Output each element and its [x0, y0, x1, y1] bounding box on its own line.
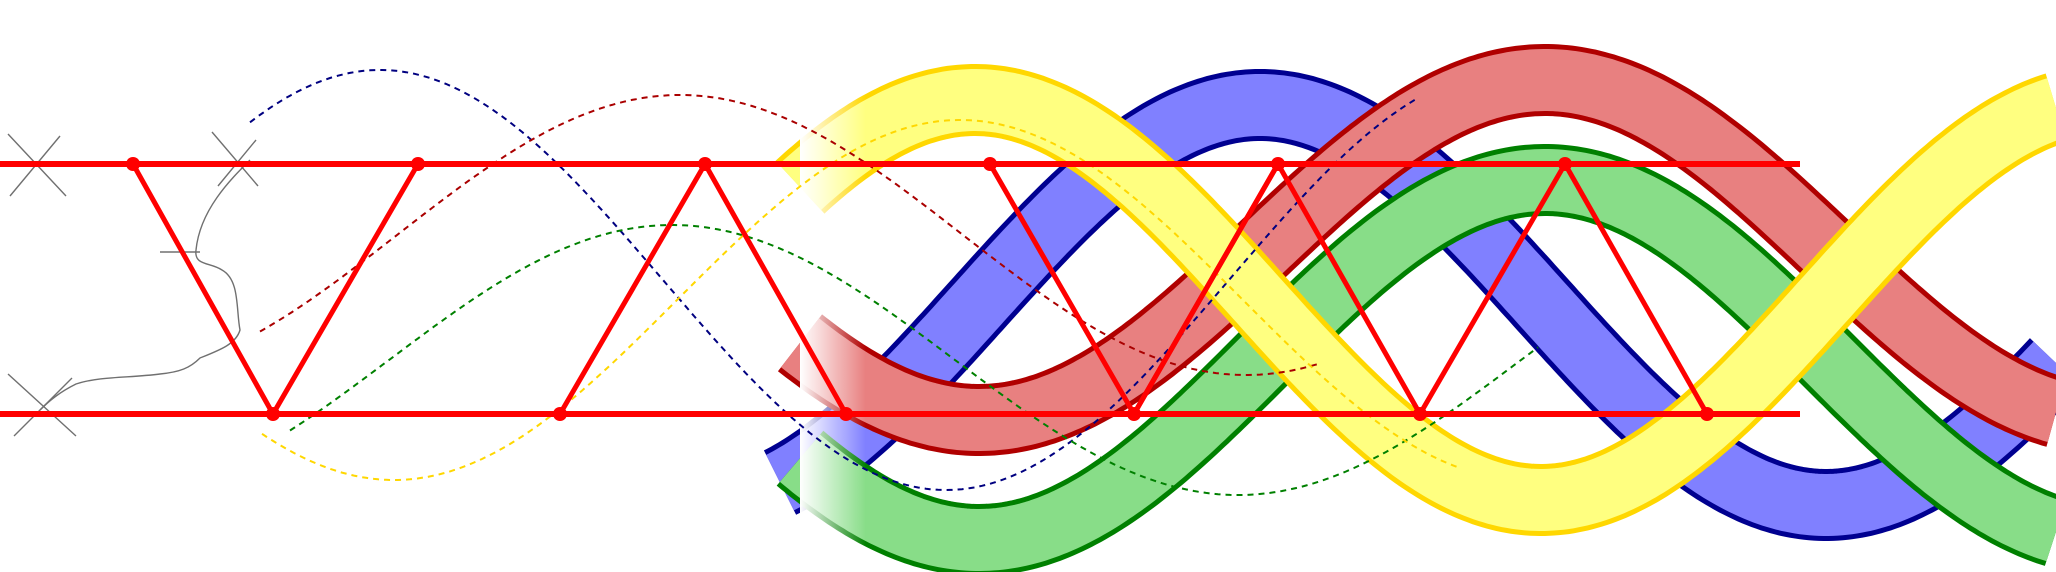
vertex-bottom [1413, 407, 1427, 421]
vertex-bottom [266, 407, 280, 421]
dashed-curve-gold [261, 119, 1459, 481]
dashed-curve-navy [249, 69, 1419, 492]
sketch-marks [7, 131, 259, 437]
strand-blue-body [766, 74, 2056, 536]
dashed-curve-green [289, 224, 1539, 496]
dashed-curve-darkred [259, 94, 1321, 376]
strand-yellow-body [778, 69, 2056, 531]
vertex-top [983, 157, 997, 171]
braid-fade-left [800, 0, 920, 572]
construction-link [1417, 162, 1568, 416]
sketch-zigzag [39, 159, 251, 411]
construction-zigzag [130, 162, 421, 417]
dashed-curves [249, 69, 1539, 496]
construction-lines [0, 157, 1800, 421]
sketch-cross-mid [211, 131, 259, 187]
construction-zigzag [1562, 162, 1710, 416]
vertex-top [1271, 157, 1285, 171]
construction-link [1131, 162, 1281, 416]
vertex-top [411, 157, 425, 171]
vertex-top [1558, 157, 1572, 171]
vertex-bottom [839, 407, 853, 421]
sketch-cross-bottom [7, 373, 77, 437]
vertex-top [126, 157, 140, 171]
vertex-bottom [1127, 407, 1141, 421]
braid-strands [763, 44, 2056, 572]
vertex-bottom [1700, 407, 1714, 421]
strand-green-body [779, 149, 2056, 571]
vertex-bottom [553, 407, 567, 421]
vertex-top [698, 157, 712, 171]
